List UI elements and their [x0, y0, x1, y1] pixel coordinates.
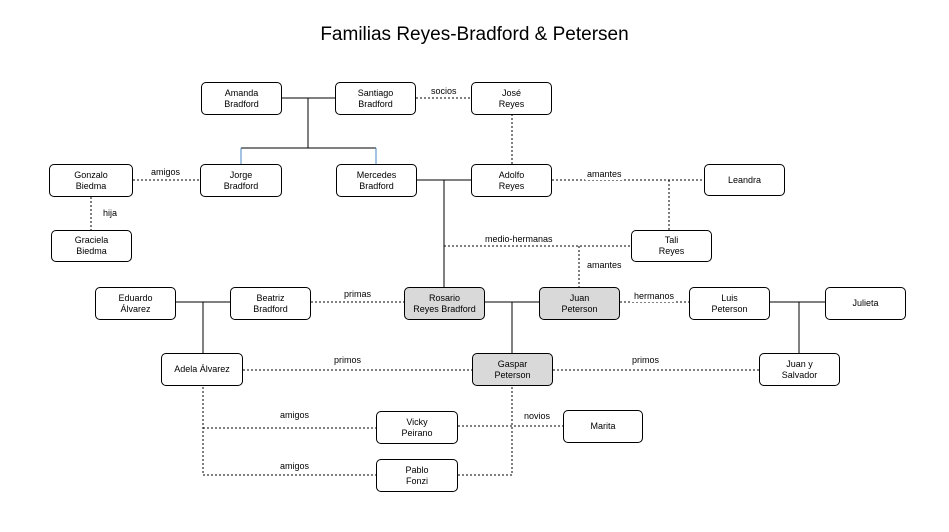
diagram-title: Familias Reyes-Bradford & Petersen — [320, 24, 629, 45]
node-label: Marita — [590, 421, 616, 431]
label-socios: socios — [429, 86, 459, 97]
node-julieta[interactable]: Julieta — [825, 287, 906, 320]
label-medio-hermanas: medio-hermanas — [483, 234, 555, 245]
label-amigos-vicky: amigos — [278, 410, 312, 421]
label-primas: primas — [342, 289, 374, 300]
label-primos-right: primos — [630, 355, 662, 366]
label-hija: hija — [101, 208, 120, 219]
label-primos-left: primos — [332, 355, 364, 366]
label-hermanos: hermanos — [632, 291, 677, 302]
node-leandra[interactable]: Leandra — [704, 164, 785, 196]
node-marita[interactable]: Marita — [563, 410, 643, 443]
edge-gaspar-pablo — [458, 387, 513, 476]
node-label: Julieta — [852, 298, 879, 308]
label-amigos-top: amigos — [149, 167, 183, 178]
label-amantes-top: amantes — [585, 169, 624, 180]
node-label: Adela Álvarez — [174, 364, 230, 374]
label-amigos-pablo: amigos — [278, 461, 312, 472]
label-novios: novios — [522, 411, 553, 422]
node-label: Leandra — [727, 174, 762, 185]
node-adela-alvarez[interactable]: Adela Álvarez — [161, 353, 243, 386]
label-amantes-mid: amantes — [585, 260, 624, 271]
